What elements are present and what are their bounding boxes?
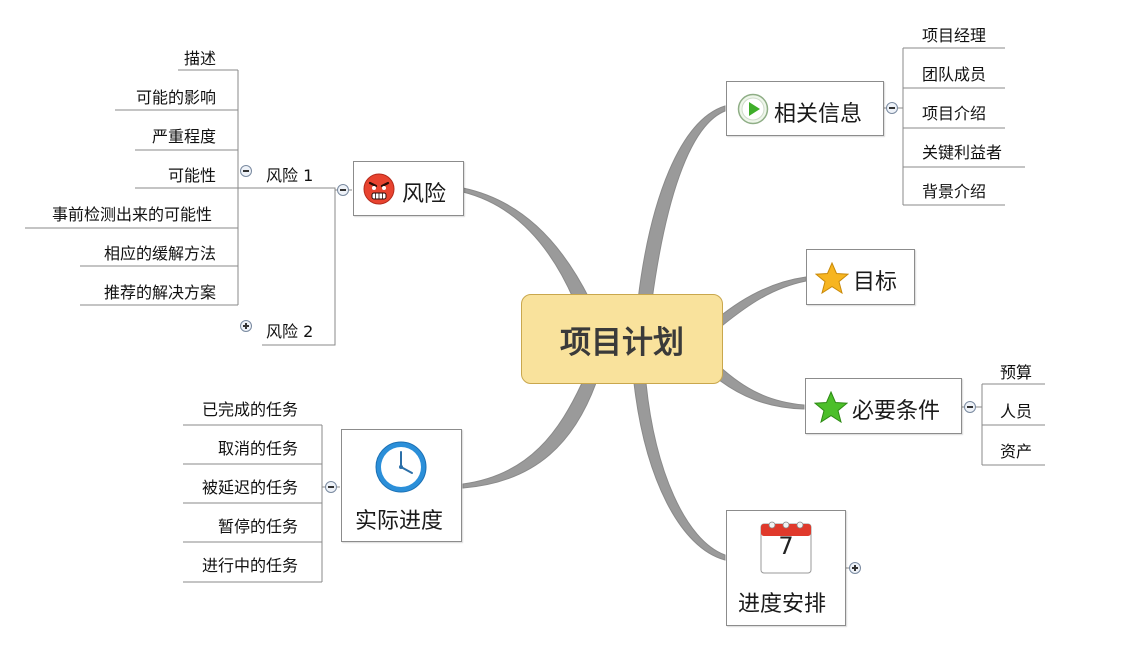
risk-item-description[interactable]: 描述 xyxy=(183,49,216,68)
angry-face-icon xyxy=(362,172,396,210)
progress-collapse-toggle[interactable] xyxy=(325,481,337,493)
topic-progress[interactable]: 实际进度 xyxy=(341,429,462,542)
risk-collapse-toggle[interactable] xyxy=(337,184,349,196)
risk-item-detectability[interactable]: 事前检测出来的可能性 xyxy=(51,205,212,224)
topic-info[interactable]: 相关信息 xyxy=(726,81,884,136)
info-item-intro[interactable]: 项目介绍 xyxy=(922,104,987,123)
requirements-item-staff[interactable]: 人员 xyxy=(1000,402,1033,421)
branch-schedule xyxy=(633,382,726,561)
branch-goal xyxy=(717,276,807,326)
topic-info-label: 相关信息 xyxy=(774,102,863,127)
topic-schedule[interactable]: 7 进度安排 xyxy=(726,510,846,626)
progress-item-paused[interactable]: 暂停的任务 xyxy=(217,517,298,536)
info-item-team[interactable]: 团队成员 xyxy=(922,65,987,84)
central-topic-label: 项目计划 xyxy=(560,324,684,361)
play-icon xyxy=(737,93,769,129)
progress-item-delayed[interactable]: 被延迟的任务 xyxy=(201,478,298,497)
clock-icon xyxy=(374,440,428,498)
progress-item-in-progress[interactable]: 进行中的任务 xyxy=(201,556,298,575)
info-collapse-toggle[interactable] xyxy=(886,102,898,114)
risk-item-mitigation[interactable]: 相应的缓解方法 xyxy=(103,244,216,263)
progress-item-cancelled[interactable]: 取消的任务 xyxy=(217,439,298,458)
central-topic[interactable]: 项目计划 xyxy=(521,294,723,384)
risk-item-probability[interactable]: 可能性 xyxy=(167,166,216,185)
branch-info xyxy=(637,105,726,301)
topic-risk[interactable]: 风险 xyxy=(353,161,464,216)
star-green-icon xyxy=(813,390,849,427)
risk-1-label[interactable]: 风险 1 xyxy=(266,166,314,185)
requirements-collapse-toggle[interactable] xyxy=(964,401,976,413)
requirements-item-budget[interactable]: 预算 xyxy=(1000,363,1033,382)
topic-risk-label: 风险 xyxy=(402,182,447,207)
star-gold-icon xyxy=(814,261,850,298)
topic-goal-label: 目标 xyxy=(853,270,898,295)
risk-item-solution[interactable]: 推荐的解决方案 xyxy=(103,283,216,302)
calendar-icon: 7 xyxy=(760,520,812,574)
branch-risk xyxy=(462,187,591,301)
info-item-background[interactable]: 背景介绍 xyxy=(922,182,987,201)
progress-item-completed[interactable]: 已完成的任务 xyxy=(201,400,298,419)
risk-2-expand-toggle[interactable] xyxy=(240,320,252,332)
branch-progress xyxy=(462,382,597,489)
topic-requirements-label: 必要条件 xyxy=(852,399,941,424)
risk-item-impact[interactable]: 可能的影响 xyxy=(135,88,216,107)
risk-1-collapse-toggle[interactable] xyxy=(240,165,252,177)
risk-2-label[interactable]: 风险 2 xyxy=(266,322,314,341)
topic-goal[interactable]: 目标 xyxy=(806,249,915,305)
risk-item-severity[interactable]: 严重程度 xyxy=(151,127,216,146)
topic-schedule-label: 进度安排 xyxy=(738,592,827,617)
info-item-pm[interactable]: 项目经理 xyxy=(922,26,987,45)
calendar-day-number: 7 xyxy=(778,532,794,560)
schedule-expand-toggle[interactable] xyxy=(849,562,861,574)
topic-progress-label: 实际进度 xyxy=(355,509,444,534)
info-item-stakeholders[interactable]: 关键利益者 xyxy=(922,143,1003,162)
branch-requirements xyxy=(713,364,805,410)
requirements-item-assets[interactable]: 资产 xyxy=(1000,442,1033,461)
topic-requirements[interactable]: 必要条件 xyxy=(805,378,962,434)
